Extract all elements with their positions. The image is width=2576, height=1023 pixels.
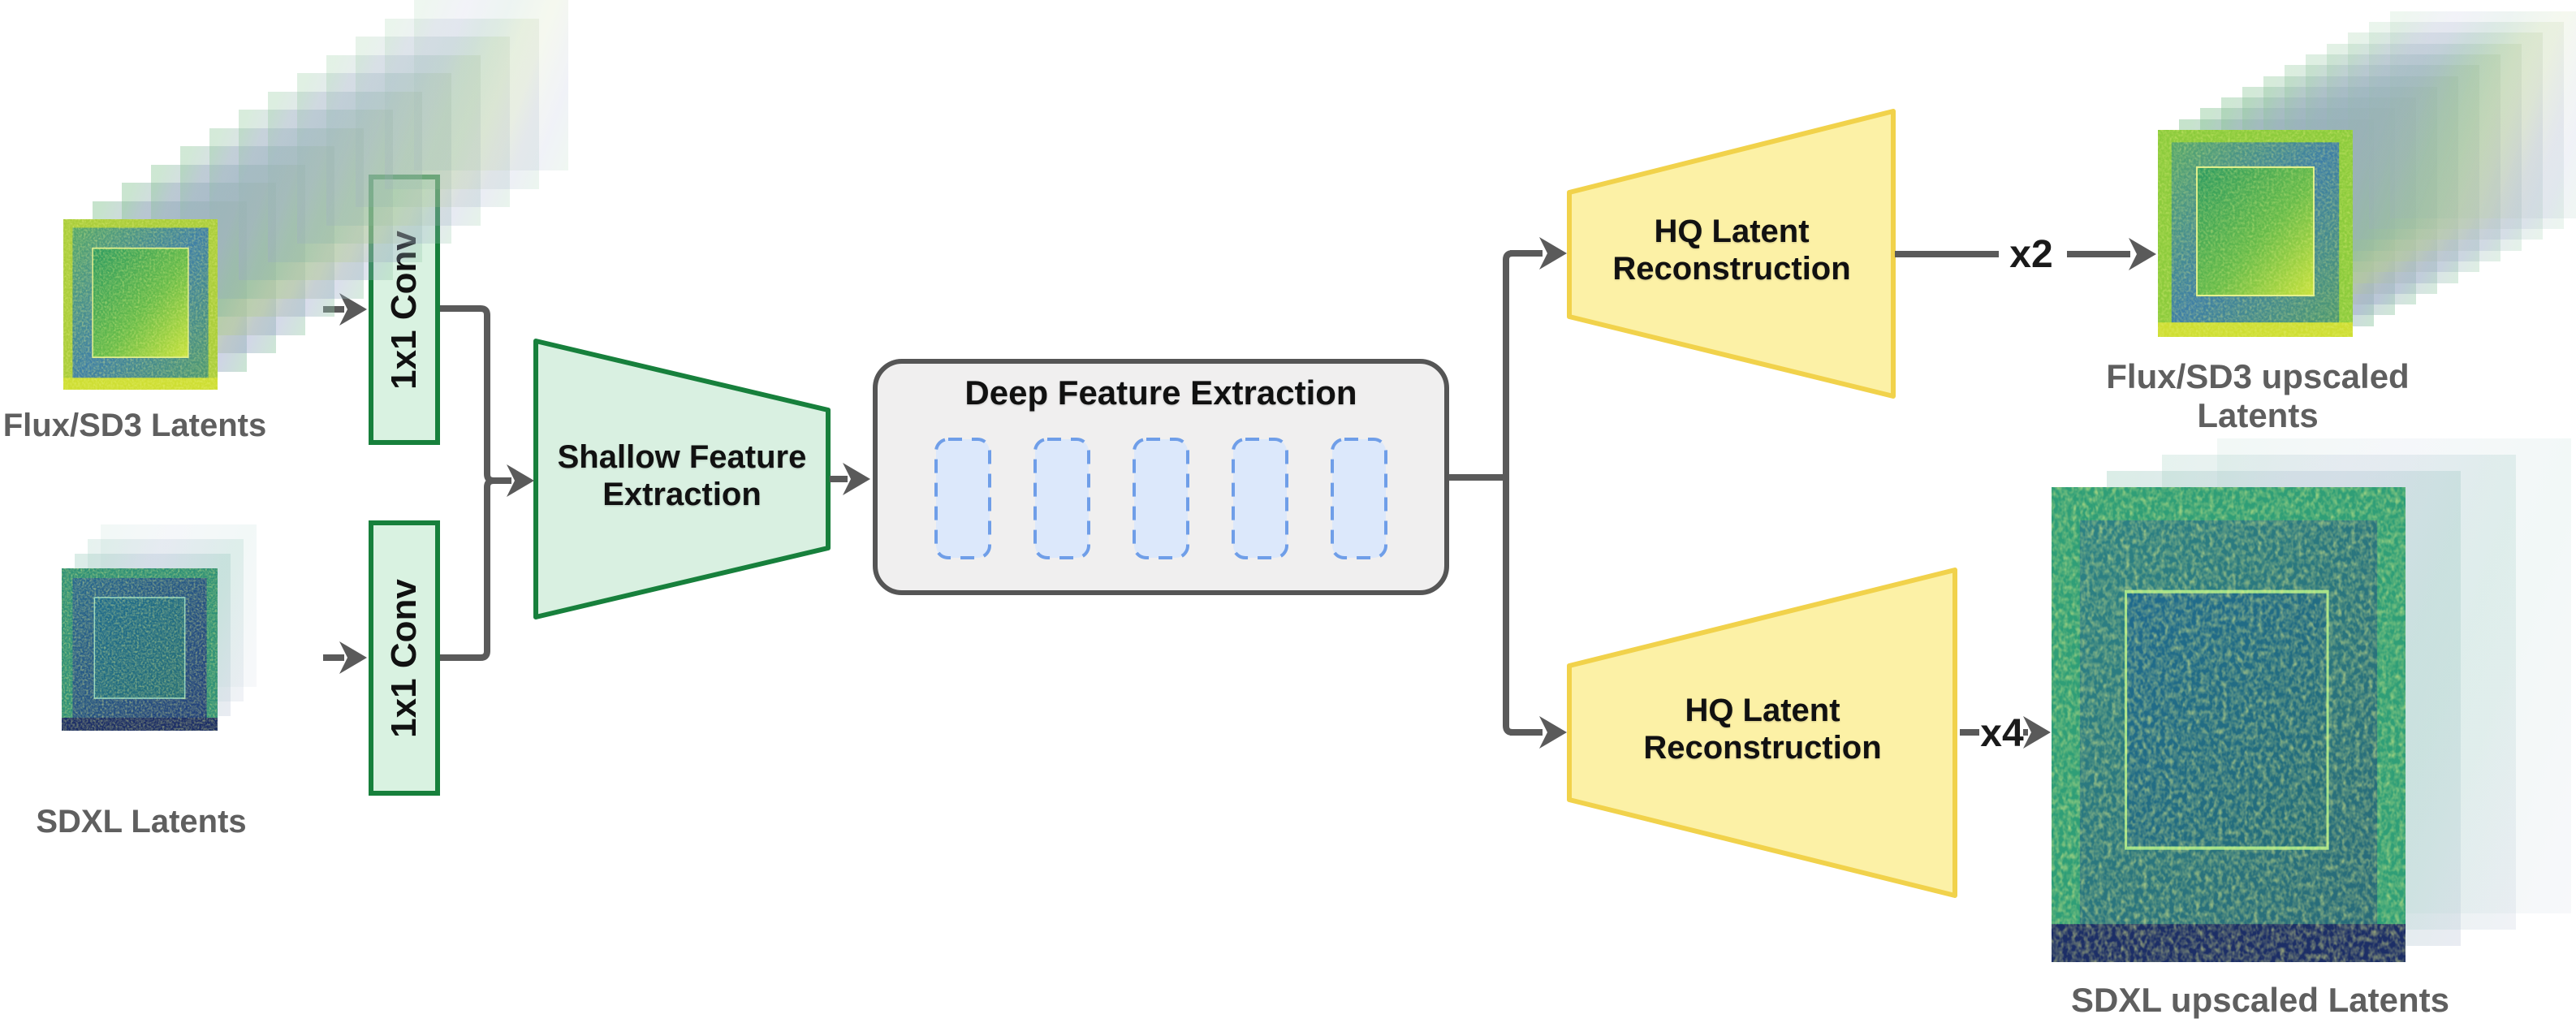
connector-line — [440, 477, 494, 661]
conv-box-bottom: 1x1 Conv — [369, 520, 440, 796]
sdxl-output-caption: SDXL upscaled Latents — [2070, 981, 2450, 1019]
hq-top-label-line2: Reconstruction — [1612, 251, 1851, 287]
scale-x4-tag: x4 — [1980, 712, 2024, 755]
latent-stack-layer — [414, 0, 568, 170]
arrowhead — [507, 464, 534, 497]
conv-box-top: 1x1 Conv — [369, 175, 440, 445]
connector-line — [440, 305, 511, 484]
deep-feature-title: Deep Feature Extraction — [964, 373, 1357, 412]
latent-stack-layer — [2369, 22, 2564, 229]
deep-feature-extraction-box: Deep Feature Extraction — [873, 359, 1449, 595]
hq-bottom-label-line2: Reconstruction — [1643, 730, 1882, 766]
hq-bottom-label-line1: HQ Latent — [1685, 693, 1840, 728]
flux-input-latent-image — [63, 219, 218, 390]
latent-stack-layer — [239, 110, 393, 280]
latent-stack-layer — [326, 54, 481, 226]
flux-input-latent-stack — [63, 0, 568, 390]
latent-stack-layer — [297, 73, 451, 244]
latent-stack-layer — [2327, 43, 2522, 251]
scale-x2-tag: x2 — [2009, 233, 2053, 276]
latent-stack-layer — [2348, 32, 2543, 240]
latent-stack-layer — [356, 37, 510, 207]
feature-block — [1133, 438, 1189, 559]
latent-stack-layer — [209, 127, 364, 299]
flux-output-latent-image — [2158, 130, 2353, 337]
feature-block — [1232, 438, 1288, 559]
arrowhead — [1539, 237, 1567, 270]
feature-block — [1331, 438, 1387, 559]
hq-top-label-line1: HQ Latent — [1654, 214, 1810, 249]
latent-stack-layer — [385, 18, 539, 189]
flux-input-caption: Flux/SD3 Latents — [2, 408, 267, 443]
sdxl-input-latent-image — [62, 568, 218, 731]
flux-output-latent-stack — [2158, 11, 2576, 337]
shallow-feature-label-line1: Shallow Feature — [557, 439, 807, 475]
hq-top-label: HQ Latent Reconstruction — [1569, 213, 1894, 287]
latent-stack-layer — [268, 91, 422, 262]
flux-output-caption: Flux/SD3 upscaled Latents — [2106, 357, 2410, 434]
arrowhead — [2129, 238, 2156, 270]
sdxl-input-caption: SDXL Latents — [36, 804, 247, 840]
arrowhead — [843, 463, 870, 495]
connector-line — [1503, 250, 1513, 736]
shallow-feature-label: Shallow Feature Extraction — [536, 438, 828, 513]
sdxl-input-latent-stack — [62, 524, 257, 731]
sdxl-output-latent-stack — [2052, 438, 2571, 962]
sdxl-output-latent-image — [2052, 487, 2406, 962]
arrowhead — [339, 641, 367, 674]
feature-block — [1033, 438, 1090, 559]
conv-box-bottom-label: 1x1 Conv — [384, 578, 425, 738]
arrowhead — [1539, 716, 1567, 749]
feature-block-row — [934, 437, 1388, 560]
hq-bottom-label: HQ Latent Reconstruction — [1569, 692, 1956, 766]
feature-block — [934, 438, 991, 559]
shallow-feature-label-line2: Extraction — [602, 477, 762, 512]
latent-stack-layer — [2390, 11, 2576, 218]
